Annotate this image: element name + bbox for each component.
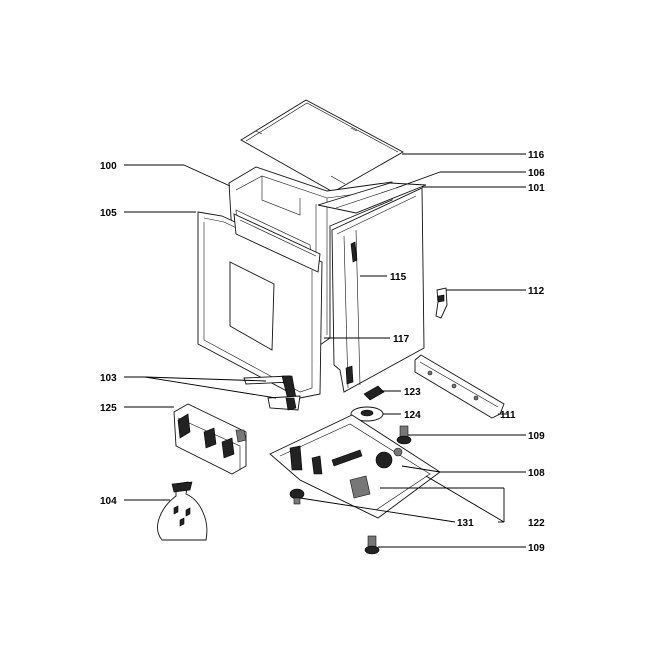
part-106-top-trim bbox=[317, 182, 427, 214]
part-131-front-foot bbox=[289, 488, 305, 505]
part-109-foot-upper bbox=[396, 425, 412, 445]
label-109-upper: 109 bbox=[528, 431, 545, 442]
label-131: 131 bbox=[457, 518, 474, 529]
label-100: 100 bbox=[100, 161, 117, 172]
label-116: 116 bbox=[528, 150, 545, 161]
label-103: 103 bbox=[100, 373, 117, 384]
part-labels: 100 105 103 125 104 116 106 101 112 115 … bbox=[100, 150, 545, 554]
part-112-bracket bbox=[435, 287, 448, 319]
label-106: 106 bbox=[528, 168, 545, 179]
label-112: 112 bbox=[528, 286, 545, 297]
label-122: 122 bbox=[528, 518, 545, 529]
part-125-dispenser bbox=[173, 403, 247, 475]
part-123-clip bbox=[363, 385, 385, 401]
leader-lines bbox=[124, 153, 526, 548]
part-108-base bbox=[269, 414, 441, 519]
label-105: 105 bbox=[100, 208, 117, 219]
label-123: 123 bbox=[404, 387, 421, 398]
label-104: 104 bbox=[100, 496, 117, 507]
label-109-lower: 109 bbox=[528, 543, 545, 554]
label-115: 115 bbox=[390, 272, 407, 283]
part-116-top-cover bbox=[240, 99, 404, 193]
label-117: 117 bbox=[393, 334, 410, 345]
part-105-door bbox=[197, 211, 323, 399]
part-101-side-panel bbox=[331, 187, 425, 393]
part-104-accessory-bag bbox=[157, 481, 208, 541]
label-108: 108 bbox=[528, 468, 545, 479]
part-109-foot-lower bbox=[364, 535, 380, 555]
label-125: 125 bbox=[100, 403, 117, 414]
label-124: 124 bbox=[404, 410, 421, 421]
part-103-hinges bbox=[243, 375, 301, 411]
part-111-rear-rail bbox=[414, 354, 505, 419]
label-111: 111 bbox=[500, 410, 516, 421]
label-101: 101 bbox=[528, 183, 545, 194]
